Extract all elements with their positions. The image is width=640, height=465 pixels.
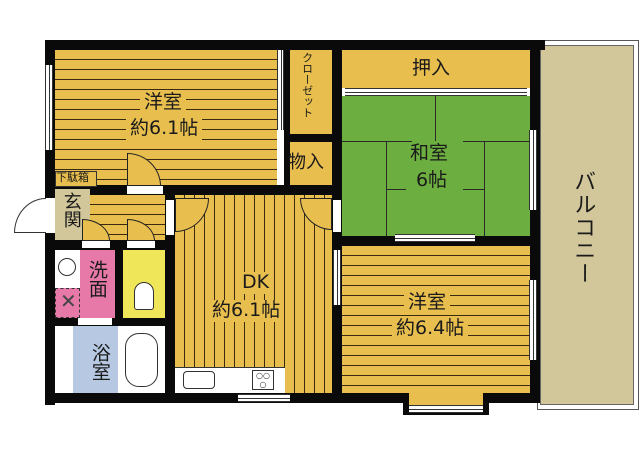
closet-label: クローゼット: [300, 52, 314, 118]
dk-name: DK: [238, 271, 274, 294]
tatami-line: [342, 141, 412, 142]
outer-wall-bottom: [45, 393, 540, 403]
tatami-line: [386, 141, 387, 236]
bathroom-door[interactable]: [78, 318, 112, 325]
toilet-bowl-icon: [134, 282, 154, 310]
shoe-box: [55, 171, 97, 187]
tatami-line: [463, 189, 484, 190]
closet: [290, 50, 332, 134]
washbasin-icon: [58, 258, 76, 276]
tatami-line: [484, 141, 485, 236]
balcony: [540, 45, 634, 405]
storage-label: 物入: [288, 152, 324, 173]
washroom: [80, 250, 115, 318]
toilet-door[interactable]: [127, 241, 155, 248]
entrance-door[interactable]: [45, 198, 55, 233]
oshiire: [342, 50, 530, 88]
bathroom: [73, 326, 118, 393]
western-room-1-size: 約6.1帖: [126, 117, 203, 140]
dk-size: 約6.1帖: [208, 299, 285, 322]
room-1-door[interactable]: [127, 186, 163, 194]
kitchen-window[interactable]: [238, 394, 290, 402]
bay-window-floor: [409, 393, 483, 405]
washroom-door[interactable]: [82, 241, 110, 248]
washing-machine-area: [55, 288, 80, 318]
wall-under-room-1: [55, 185, 332, 195]
japanese-room-window[interactable]: [529, 130, 537, 210]
wall-closet-left: [284, 50, 290, 195]
western-room-2-window-left[interactable]: [333, 250, 341, 305]
western-room-2-window-right[interactable]: [529, 280, 537, 360]
washing-machine-icon: ✕: [60, 289, 77, 313]
outer-wall-top: [45, 40, 545, 50]
wall-hall-dk: [165, 195, 175, 403]
closet-door[interactable]: [277, 50, 284, 130]
tatami-sliding-door[interactable]: [395, 234, 475, 242]
western-room-1: [55, 50, 277, 185]
western-room-2-door[interactable]: [333, 200, 341, 232]
dining-kitchen: [175, 195, 332, 393]
shoe-box-label: 下駄箱: [56, 171, 89, 184]
western-room-1-window[interactable]: [45, 65, 53, 150]
western-room-2-name: 洋室: [404, 291, 451, 314]
bay-window[interactable]: [409, 405, 483, 413]
outer-wall-right: [530, 40, 540, 403]
japanese-room: [342, 96, 530, 236]
wall-closet-bottom: [290, 134, 340, 142]
bathroom-label: 浴室: [88, 343, 111, 381]
bathtub-icon: [125, 333, 158, 387]
western-room-2-size: 約6.4帖: [392, 317, 469, 340]
wall-below-hall: [55, 240, 165, 250]
dk-door-left[interactable]: [166, 200, 174, 235]
storage: [290, 142, 332, 187]
tatami-line: [386, 189, 406, 190]
japanese-room-name: 和室: [410, 142, 449, 164]
japanese-room-size: 6帖: [416, 169, 448, 191]
sink-icon: [183, 371, 215, 389]
oshiire-label: 押入: [412, 57, 451, 79]
western-room-1-name: 洋室: [140, 91, 187, 114]
stove-icon: ○○○: [252, 370, 274, 390]
tatami-line: [435, 96, 436, 141]
entrance-door-swing: [14, 198, 46, 233]
entrance-label: 玄関: [60, 192, 82, 228]
oshiire-sliding-door[interactable]: [345, 88, 527, 96]
washroom-label: 洗面: [85, 260, 108, 298]
tatami-line: [463, 141, 530, 142]
balcony-label: バルコニー: [570, 170, 596, 285]
